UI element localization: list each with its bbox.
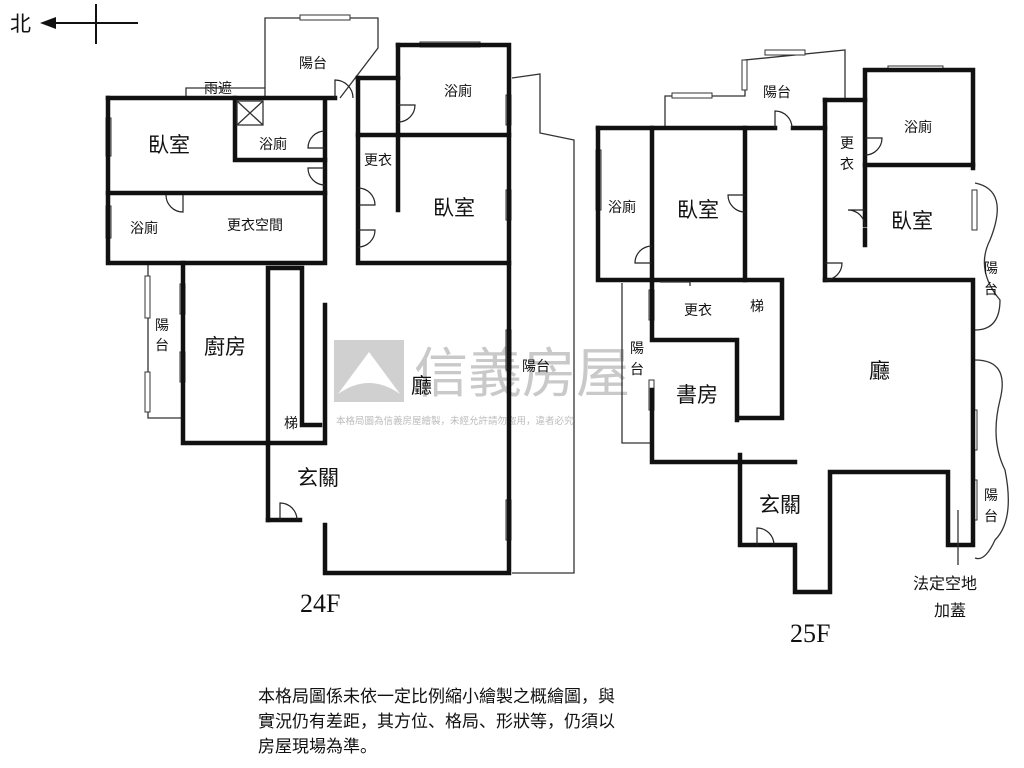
room-balcony-top-25f: 陽台: [763, 85, 791, 101]
room-living-room: 廳: [411, 374, 432, 398]
watermark: 信義房屋 本格局圖為信義房屋繪製，未經允許請勿盜用，違者必究: [334, 340, 630, 427]
disclaimer-text: 本格局圖係未依一定比例縮小繪製之概繪圖，與 實況仍有差距，其方位、格局、形狀等，…: [258, 685, 758, 760]
room-balcony-top: 陽台: [299, 56, 327, 72]
room-stairs-25f: 梯: [750, 299, 764, 315]
room-balcony-left-1: 陽: [155, 318, 169, 334]
room-balcony-right-upper-25f-2: 台: [984, 282, 998, 298]
room-walkin-top-25f-2: 衣: [840, 157, 854, 173]
north-arrow-icon: [40, 17, 56, 29]
legal-open-space-line1: 法定空地: [913, 574, 977, 593]
room-bedroom-right: 臥室: [433, 196, 475, 220]
watermark-brand: 信義房屋: [414, 342, 630, 405]
north-label: 北: [10, 12, 31, 36]
room-bathroom-left: 浴廁: [130, 220, 158, 237]
room-walkin-small: 更衣: [364, 153, 392, 169]
room-bathroom-right-25f: 浴廁: [904, 119, 932, 136]
duct-box: [236, 100, 264, 126]
watermark-logo-icon: [334, 340, 404, 402]
room-bathroom-left-25f: 浴廁: [608, 199, 636, 216]
room-living-room-25f: 廳: [869, 359, 890, 383]
room-balcony-right-upper-25f-1: 陽: [984, 261, 998, 277]
room-balcony-right-lower-25f-2: 台: [984, 509, 998, 525]
room-balcony-left-2: 台: [155, 338, 169, 354]
room-balcony-left-25f-2: 台: [630, 362, 644, 378]
legal-open-space-line2: 加蓋: [934, 601, 966, 620]
room-kitchen: 廚房: [204, 335, 246, 359]
watermark-notice: 本格局圖為信義房屋繪製，未經允許請勿盜用，違者必究: [336, 415, 574, 427]
room-canopy: 雨遮: [204, 81, 232, 97]
room-balcony-left-25f-1: 陽: [630, 341, 644, 357]
floor-label-24f: 24F: [300, 589, 340, 618]
room-bedroom-middle-25f: 臥室: [677, 198, 719, 222]
room-walkin-closet-25f: 更衣: [684, 303, 712, 319]
room-bedroom-left: 臥室: [148, 133, 190, 157]
room-balcony-right: 陽台: [522, 359, 550, 375]
room-bathroom-top: 浴廁: [444, 83, 472, 100]
room-bedroom-right-25f: 臥室: [891, 209, 933, 233]
room-walkin-top-25f-1: 更: [840, 136, 854, 152]
floor-25f: 陽台 浴廁 更 衣 浴廁 臥室 臥室 陽 台 更衣 梯 陽 台 廳 書房 玄關 …: [595, 49, 1009, 648]
room-entrance: 玄關: [297, 466, 339, 490]
disclaimer-line-1: 本格局圖係未依一定比例縮小繪製之概繪圖，與: [258, 687, 615, 707]
room-balcony-right-lower-25f-1: 陽: [984, 488, 998, 504]
room-entrance-25f: 玄關: [759, 493, 801, 517]
floor-label-25f: 25F: [790, 619, 830, 648]
floor-24f: 陽台 雨遮 浴廁 臥室 浴廁 更衣 臥室 浴廁 更衣空間 陽 台 廚房 廳 陽台…: [105, 14, 575, 618]
disclaimer-line-2: 實況仍有差距，其方位、格局、形狀等，仍須以: [258, 712, 615, 732]
north-compass: 北: [10, 4, 138, 44]
room-stairs: 梯: [284, 416, 298, 432]
room-bathroom-small: 浴廁: [259, 136, 287, 153]
room-study-25f: 書房: [676, 383, 718, 407]
room-walkin-closet-space: 更衣空間: [227, 218, 283, 234]
disclaimer-line-3: 房屋現場為準。: [258, 737, 377, 757]
